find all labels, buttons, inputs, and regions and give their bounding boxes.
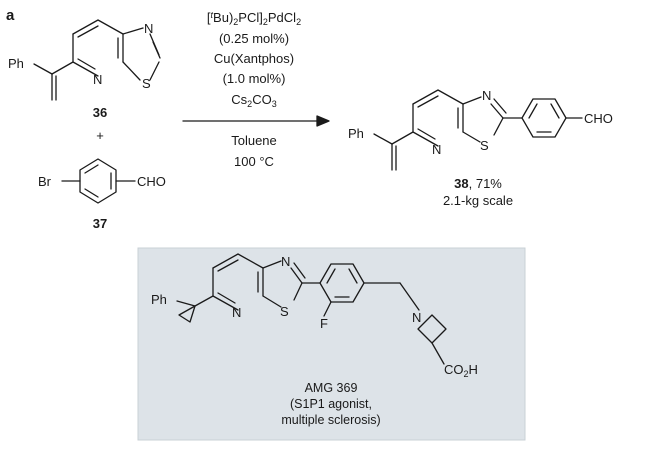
n-atom: N bbox=[144, 21, 153, 36]
reactant-37-structure bbox=[61, 158, 136, 204]
catalyst-loading: (0.25 mol%) bbox=[219, 31, 289, 46]
cho-label: CHO bbox=[137, 174, 166, 189]
plus-sign: + bbox=[96, 128, 104, 143]
ph-label: Ph bbox=[348, 126, 364, 141]
n-atom: N bbox=[232, 305, 241, 320]
reactant-36-structure bbox=[33, 19, 161, 101]
n-atom: N bbox=[93, 72, 102, 87]
panel-label: a bbox=[6, 7, 15, 24]
amg-369-panel bbox=[137, 247, 526, 441]
solvent-text: Toluene bbox=[231, 133, 277, 148]
s-atom: S bbox=[280, 304, 289, 319]
s-atom: S bbox=[480, 138, 489, 153]
br-label: Br bbox=[38, 174, 52, 189]
ph-label: Ph bbox=[8, 56, 24, 71]
co2h-label: CO2H bbox=[444, 362, 478, 379]
n-atom: N bbox=[412, 310, 421, 325]
f-atom: F bbox=[320, 316, 328, 331]
product-yield: 38, 71% bbox=[454, 176, 502, 191]
amg-caption-target: (S1P1 agonist, bbox=[290, 397, 372, 411]
base-text: Cs2CO3 bbox=[231, 92, 276, 109]
ph-label: Ph bbox=[151, 292, 167, 307]
amg-caption-indication: multiple sclerosis) bbox=[281, 413, 380, 427]
compound-number-37: 37 bbox=[93, 216, 107, 231]
product-38-structure bbox=[373, 89, 583, 171]
cho-label: CHO bbox=[584, 111, 613, 126]
s-atom: S bbox=[142, 76, 151, 91]
temperature-text: 100 °C bbox=[234, 154, 274, 169]
catalyst-text: [tBu)2PCl]2PdCl2 bbox=[207, 10, 301, 27]
product-scale: 2.1-kg scale bbox=[443, 193, 513, 208]
arrow-head bbox=[316, 115, 330, 127]
amg-369-structure bbox=[176, 253, 447, 365]
n-atom: N bbox=[482, 88, 491, 103]
compound-number-36: 36 bbox=[93, 105, 107, 120]
cocatalyst-loading: (1.0 mol%) bbox=[223, 71, 286, 86]
cocatalyst-text: Cu(Xantphos) bbox=[214, 51, 294, 66]
n-atom: N bbox=[281, 254, 290, 269]
n-atom: N bbox=[432, 142, 441, 157]
amg-caption-name: AMG 369 bbox=[305, 381, 358, 395]
